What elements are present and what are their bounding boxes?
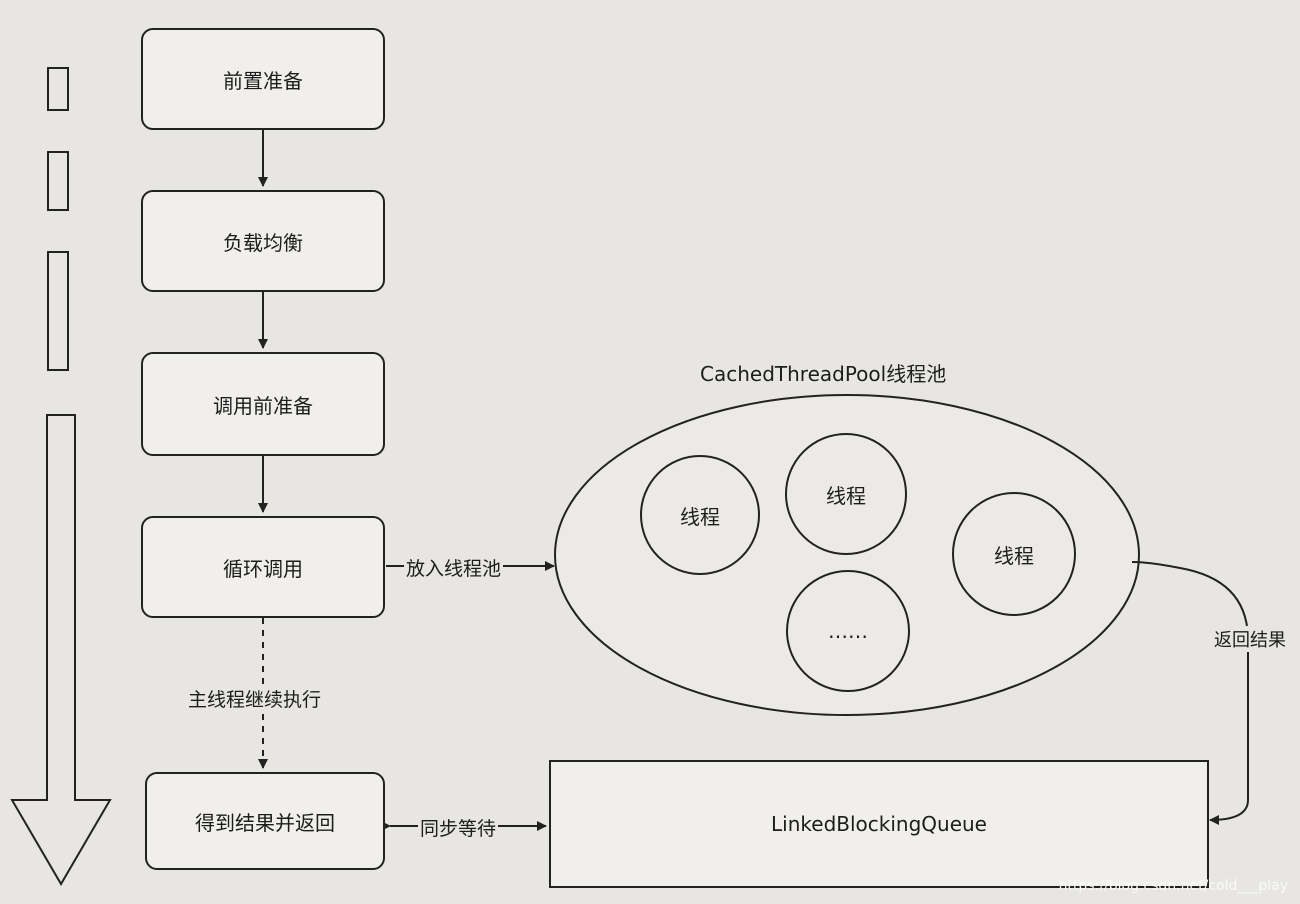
timeline-dash-1 [47,67,69,111]
return-result-label: 返回结果 [1212,626,1288,652]
timeline-dash-2 [47,151,69,211]
step-load-balance-label: 负载均衡 [223,230,303,255]
step-get-result-label: 得到结果并返回 [195,810,335,835]
thread-circle-3: 线程 [952,492,1076,616]
thread-label-3: 线程 [994,543,1034,568]
thread-label-ellipsis: …… [828,619,868,643]
step-load-balance: 负载均衡 [141,190,385,292]
thread-label-2: 线程 [826,483,866,508]
timeline-dash-3 [47,251,69,371]
thread-circle-2: 线程 [785,433,907,555]
step-prepare-label: 前置准备 [223,68,303,93]
step-prepare: 前置准备 [141,28,385,130]
thread-label-1: 线程 [680,504,720,529]
linked-blocking-queue: LinkedBlockingQueue [549,760,1209,888]
step-get-result: 得到结果并返回 [145,772,385,870]
thread-circle-ellipsis: …… [786,570,910,692]
queue-label: LinkedBlockingQueue [771,812,987,836]
step-pre-invoke: 调用前准备 [141,352,385,456]
put-into-pool-label: 放入线程池 [404,554,504,581]
step-loop-invoke: 循环调用 [141,516,385,618]
step-pre-invoke-label: 调用前准备 [213,393,313,418]
arrow-return-result [1131,561,1249,825]
sync-wait-label: 同步等待 [418,814,499,841]
step-loop-invoke-label: 循环调用 [223,556,303,581]
thread-circle-1: 线程 [640,455,760,575]
main-thread-continues-label: 主线程继续执行 [186,685,324,712]
watermark: https://blog.csdn.net/cold___play [1058,878,1288,894]
pool-title: CachedThreadPool线程池 [700,362,947,386]
timeline-arrow [10,414,112,886]
